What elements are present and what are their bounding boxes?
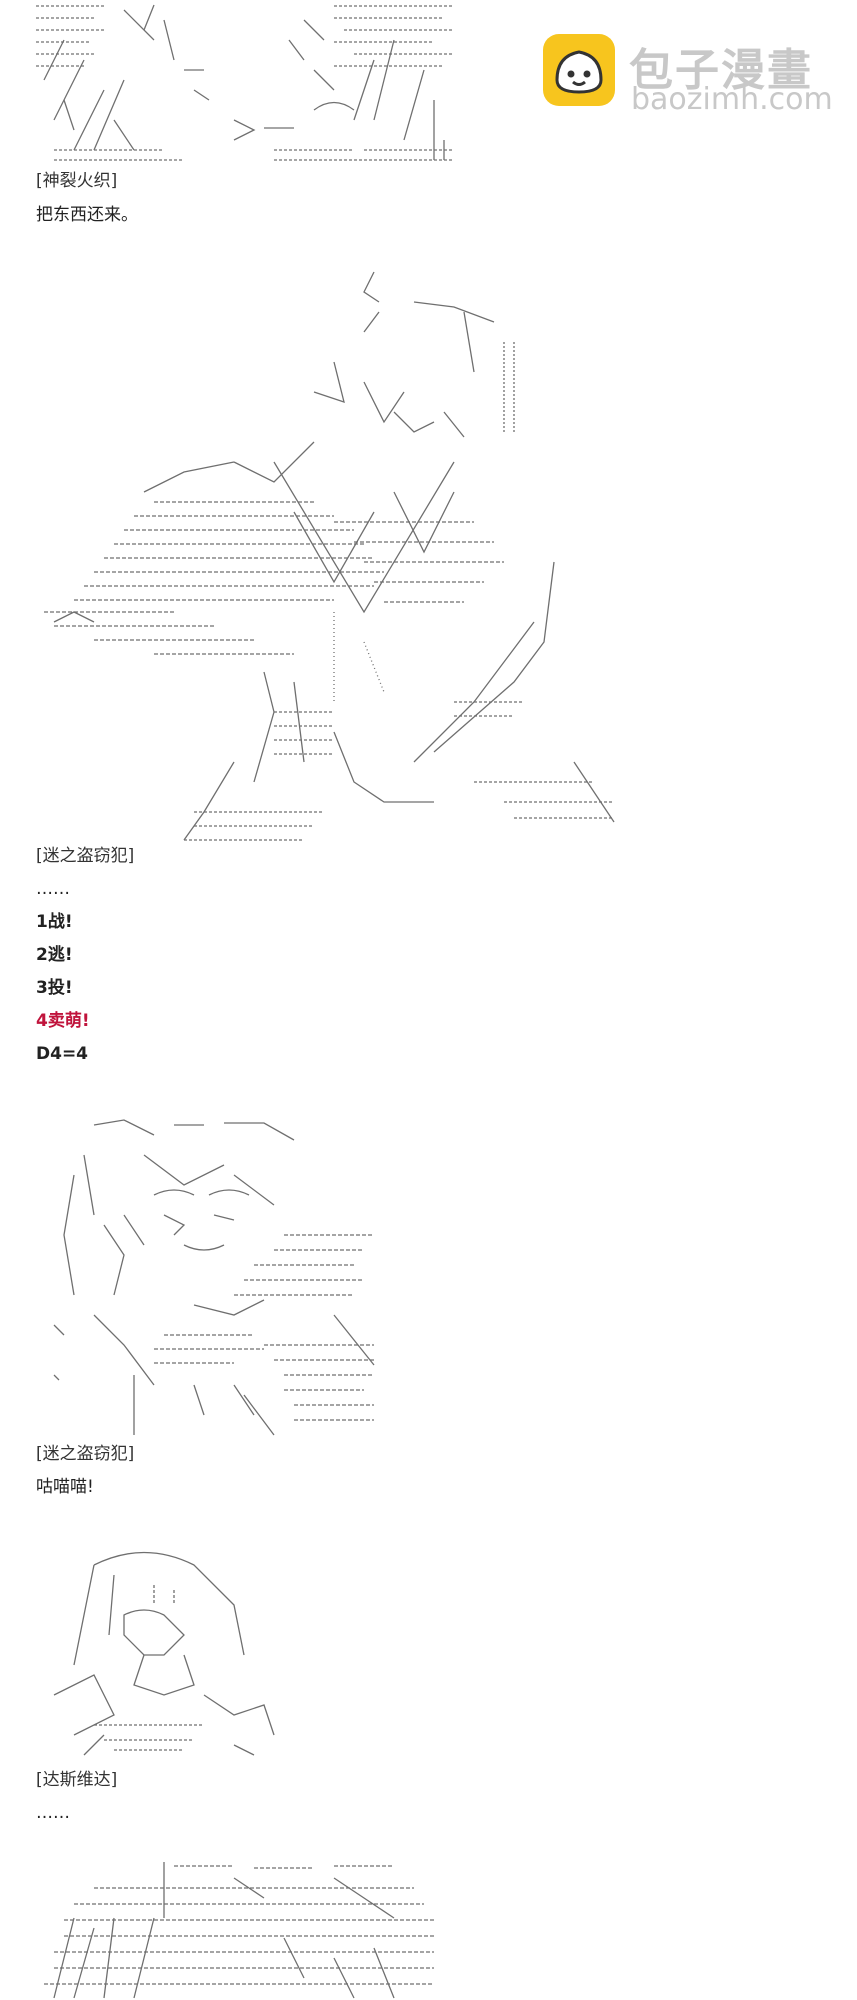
speaker-name-thief: [迷之盗窃犯] — [36, 846, 135, 866]
dice-roll-result: D4=4 — [36, 1044, 89, 1064]
speaker-name-vader: [达斯维达] — [36, 1770, 118, 1790]
watermark-title: 包子漫畫 — [629, 45, 813, 96]
choice-fight: 1战! — [36, 912, 73, 932]
dialogue-ellipsis-thief: …… — [36, 879, 70, 899]
choice-flee: 2逃! — [36, 945, 73, 965]
ascii-art-thief-closeup — [34, 1115, 394, 1440]
ascii-art-kanzaki — [34, 0, 464, 165]
speaker-name-thief-2: [迷之盗窃犯] — [36, 1444, 135, 1464]
dialogue-line-kanzaki: 把东西还来。 — [36, 205, 138, 225]
choice-act-cute: 4卖萌! — [36, 1011, 90, 1031]
watermark-subtitle: baozimh.com — [631, 82, 833, 117]
dialogue-ellipsis-vader: …… — [36, 1803, 70, 1823]
ascii-art-bottom — [34, 1858, 434, 2000]
ascii-art-thief-leaping — [34, 262, 634, 842]
ascii-art-darth-vader — [34, 1545, 294, 1760]
bun-face-icon — [543, 34, 615, 106]
speaker-name-kanzaki: [神裂火织] — [36, 171, 118, 191]
choice-surrender: 3投! — [36, 978, 73, 998]
dialogue-meow: 咕喵喵! — [36, 1477, 94, 1497]
watermark: 包子漫畫 baozimh.com — [543, 34, 843, 117]
